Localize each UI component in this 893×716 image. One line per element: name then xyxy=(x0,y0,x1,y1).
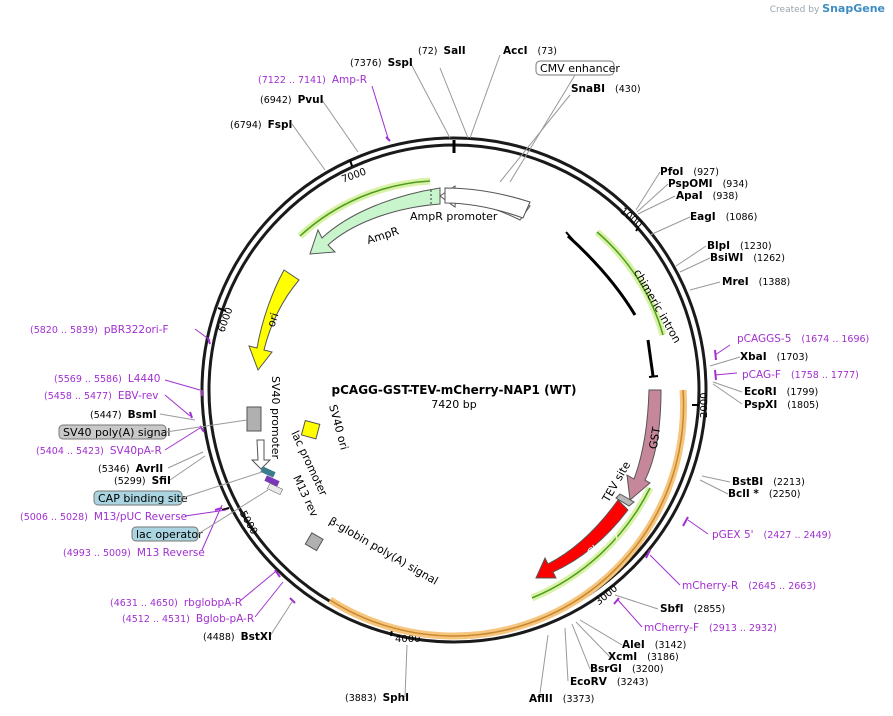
tick-2000: 2000 xyxy=(699,393,710,418)
primer-lines xyxy=(164,85,738,628)
svg-text:(5006 .. 5028)M13/pUC Reverse: (5006 .. 5028)M13/pUC Reverse xyxy=(20,511,187,523)
svg-text:AflII(3373): AflII(3373) xyxy=(529,693,594,705)
sv40-ori-label: SV40 ori xyxy=(326,403,351,451)
svg-text:(7122 .. 7141)Amp-R: (7122 .. 7141)Amp-R xyxy=(258,74,367,86)
sv40-polya-label: SV40 poly(A) signal xyxy=(63,426,170,439)
svg-text:mCherry-F(2913 .. 2932): mCherry-F(2913 .. 2932) xyxy=(644,622,777,634)
snapgene-logo: SnapGene xyxy=(822,2,885,15)
svg-text:AleI(3142): AleI(3142) xyxy=(622,639,686,651)
ampr-promoter-body[interactable] xyxy=(444,187,531,219)
sv40-promoter-label: SV40 promoter xyxy=(269,376,282,460)
svg-text:SbfI(2855): SbfI(2855) xyxy=(660,603,725,615)
primer-labels: (7122 .. 7141)Amp-R pCAGGS-5(1674 .. 169… xyxy=(20,74,869,634)
plasmid-size: 7420 bp xyxy=(431,398,476,411)
svg-text:pCAG-F(1758 .. 1777): pCAG-F(1758 .. 1777) xyxy=(742,369,859,381)
svg-text:MreI(1388): MreI(1388) xyxy=(722,276,790,288)
svg-text:BsiWI(1262): BsiWI(1262) xyxy=(710,252,785,264)
svg-text:(4993 .. 5009)M13 Reverse: (4993 .. 5009)M13 Reverse xyxy=(63,547,205,559)
tev-site-feature[interactable] xyxy=(615,493,635,507)
svg-text:BlpI(1230): BlpI(1230) xyxy=(707,240,772,252)
gst-label: GST xyxy=(647,426,664,450)
ampr-highlight-line xyxy=(299,180,431,237)
enzyme-labels: (72)SalI AccI(73) (7376)SspI (6942)PvuI … xyxy=(90,45,819,705)
svg-text:(5299)SfiI: (5299)SfiI xyxy=(114,475,171,487)
svg-text:(4512 .. 4531)Bglob-pA-R: (4512 .. 4531)Bglob-pA-R xyxy=(122,613,254,625)
svg-text:(5404 .. 5423)SV40pA-R: (5404 .. 5423)SV40pA-R xyxy=(36,445,162,457)
credit-prefix: Created by xyxy=(769,5,820,15)
mcherry-highlight-line xyxy=(531,487,651,599)
lac-operator-marker[interactable] xyxy=(267,482,283,496)
ampr-feature[interactable] xyxy=(309,187,441,255)
primer-markers xyxy=(189,136,717,605)
svg-text:mCherry-R(2645 .. 2663): mCherry-R(2645 .. 2663) xyxy=(682,580,816,592)
svg-text:AccI(73): AccI(73) xyxy=(503,45,557,57)
sv40-ori-feature[interactable] xyxy=(300,419,321,440)
gst-feature[interactable] xyxy=(626,389,662,501)
beta-globin-polya-feature[interactable] xyxy=(304,532,324,552)
svg-text:ApaI(938): ApaI(938) xyxy=(676,190,738,202)
chimeric-intron-feature[interactable] xyxy=(566,234,637,316)
chimeric-intron-end[interactable] xyxy=(646,339,655,377)
svg-text:(72)SalI: (72)SalI xyxy=(418,45,466,57)
svg-text:PspOMI(934): PspOMI(934) xyxy=(668,178,748,190)
svg-text:(4631 .. 4650)rbglobpA-R: (4631 .. 4650)rbglobpA-R xyxy=(110,597,242,609)
svg-text:BclI *(2250): BclI *(2250) xyxy=(728,488,800,500)
snapgene-credit: Created by SnapGene xyxy=(770,2,885,15)
svg-text:PfoI(927): PfoI(927) xyxy=(660,166,719,178)
svg-text:(5820 .. 5839)pBR322ori-F: (5820 .. 5839)pBR322ori-F xyxy=(30,324,169,336)
m13-rev-marker[interactable] xyxy=(264,475,280,487)
svg-text:(4488)BstXI: (4488)BstXI xyxy=(203,631,272,643)
svg-text:(6794)FspI: (6794)FspI xyxy=(230,119,292,131)
svg-text:(6942)PvuI: (6942)PvuI xyxy=(260,94,324,106)
beta-globin-polya-label: β-globin poly(A) signal xyxy=(327,515,441,588)
orf-arc xyxy=(329,389,685,637)
intron-highlight-line xyxy=(596,231,664,336)
ori-feature[interactable] xyxy=(248,269,300,372)
svg-text:pCAGGS-5(1674 .. 1696): pCAGGS-5(1674 .. 1696) xyxy=(737,333,869,345)
ampr-label: AmpR xyxy=(365,224,401,247)
chimeric-intron-label: chimeric intron xyxy=(631,267,684,345)
mcherry-feature[interactable] xyxy=(535,499,629,579)
svg-text:(3883)SphI: (3883)SphI xyxy=(345,692,409,704)
boxed-labels: CMV enhancer SV40 poly(A) signal CAP bin… xyxy=(58,60,620,542)
svg-text:pGEX 5'(2427 .. 2449): pGEX 5'(2427 .. 2449) xyxy=(712,529,831,541)
plasmid-name: pCAGG-GST-TEV-mCherry-NAP1 (WT) xyxy=(332,383,577,397)
svg-text:PspXI(1805): PspXI(1805) xyxy=(744,399,819,411)
svg-text:(5458 .. 5477)EBV-rev: (5458 .. 5477)EBV-rev xyxy=(44,390,159,402)
cmv-enhancer-label: CMV enhancer xyxy=(540,62,620,75)
svg-text:EcoRI(1799): EcoRI(1799) xyxy=(744,386,818,398)
sv40-polya-feature[interactable] xyxy=(246,406,262,432)
ampr-promoter-label: AmpR promoter xyxy=(410,210,498,223)
lac-operator-label: lac operator xyxy=(136,528,203,541)
svg-text:XbaI(1703): XbaI(1703) xyxy=(740,351,808,363)
svg-text:XcmI(3186): XcmI(3186) xyxy=(608,651,679,663)
svg-text:(5569 .. 5586)L4440: (5569 .. 5586)L4440 xyxy=(54,373,160,385)
orf-highlight-arc xyxy=(328,389,688,640)
cap-binding-label: CAP binding site xyxy=(98,492,188,505)
svg-text:(5346)AvrII: (5346)AvrII xyxy=(98,463,163,475)
leader-lines xyxy=(159,54,743,698)
svg-text:BsrGI(3200): BsrGI(3200) xyxy=(590,663,664,675)
svg-text:(7376)SspI: (7376)SspI xyxy=(350,57,413,69)
svg-text:EcoRV(3243): EcoRV(3243) xyxy=(570,676,648,688)
tick-6000: 6000 xyxy=(216,306,235,334)
svg-text:(5447)BsmI: (5447)BsmI xyxy=(90,409,157,421)
svg-text:BstBI(2213): BstBI(2213) xyxy=(732,476,805,488)
svg-text:EagI(1086): EagI(1086) xyxy=(690,211,757,223)
svg-text:SnaBI(430): SnaBI(430) xyxy=(571,83,641,95)
sv40-promoter-feature[interactable] xyxy=(250,439,272,470)
tick-4000: 4000 xyxy=(395,634,420,645)
ori-label: ori xyxy=(265,311,282,329)
cap-site-marker[interactable] xyxy=(260,466,276,478)
